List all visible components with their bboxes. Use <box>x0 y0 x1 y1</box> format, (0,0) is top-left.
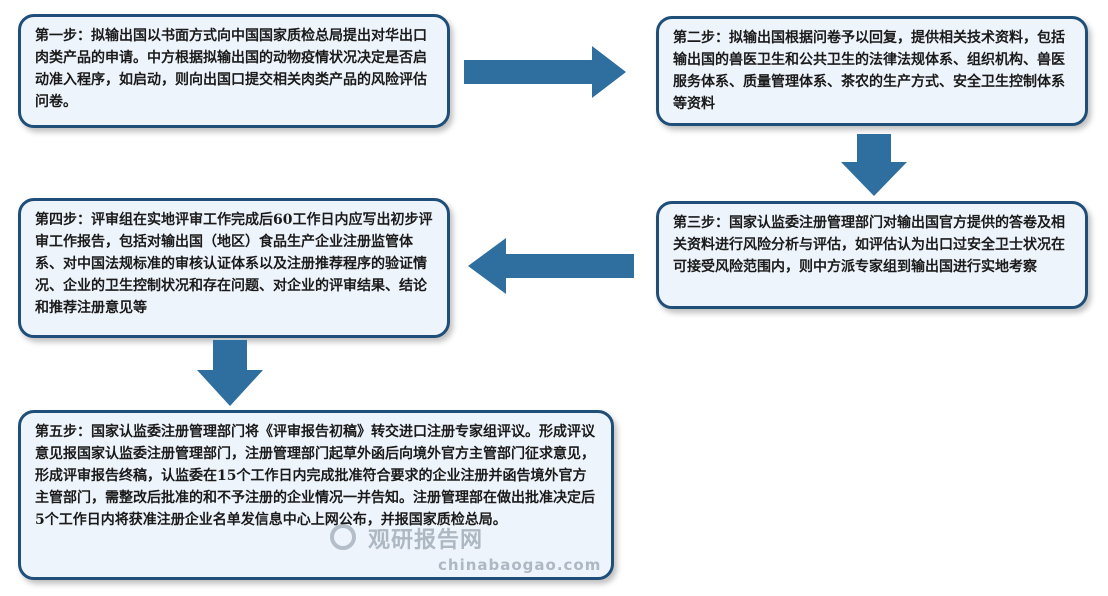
step-1-box: 第一步：拟输出国以书面方式向中国国家质检总局提出对华出口肉类产品的申请。中方根据… <box>18 14 450 128</box>
step-4-box: 第四步：评审组在实地评审工作完成后60工作日内应写出初步评审工作报告，包括对输出… <box>18 198 450 338</box>
step-5-box: 第五步：国家认监委注册管理部门将《评审报告初稿》转交进口注册专家组评议。形成评议… <box>18 410 614 580</box>
step-4-text: 第四步：评审组在实地评审工作完成后60工作日内应写出初步评审工作报告，包括对输出… <box>35 212 433 316</box>
step-3-text: 第三步：国家认监委注册管理部门对输出国官方提供的答卷及相关资料进行风险分析与评估… <box>673 215 1065 275</box>
arrow-left-icon <box>468 238 634 294</box>
step-2-text: 第二步：拟输出国根据问卷予以回复，提供相关技术资料，包括输出国的兽医卫生和公共卫… <box>673 30 1065 112</box>
step-2-box: 第二步：拟输出国根据问卷予以回复，提供相关技术资料，包括输出国的兽医卫生和公共卫… <box>656 16 1088 126</box>
watermark-name: 观研报告网 <box>368 528 484 553</box>
step-5-text: 第五步：国家认监委注册管理部门将《评审报告初稿》转交进口注册专家组评议。形成评议… <box>35 424 595 528</box>
arrow-down-icon <box>197 340 263 406</box>
arrow-down-icon <box>841 134 907 196</box>
watermark-url: chinabaogao.com <box>438 556 602 574</box>
watermark-logo-icon <box>330 524 356 550</box>
arrow-right-icon <box>464 46 626 98</box>
step-1-text: 第一步：拟输出国以书面方式向中国国家质检总局提出对华出口肉类产品的申请。中方根据… <box>35 28 427 110</box>
step-3-box: 第三步：国家认监委注册管理部门对输出国官方提供的答卷及相关资料进行风险分析与评估… <box>656 201 1088 309</box>
